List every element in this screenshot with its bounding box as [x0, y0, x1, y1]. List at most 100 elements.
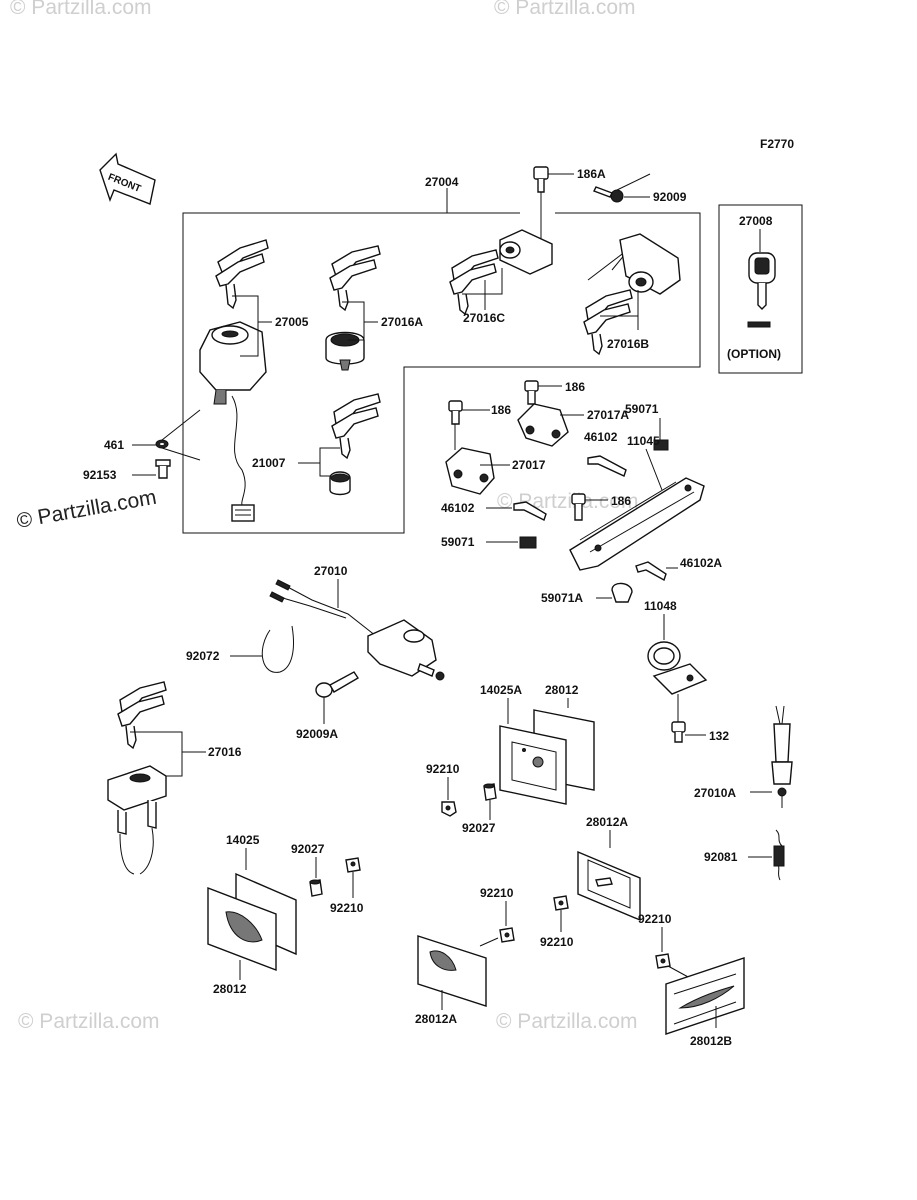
label-92081: 92081: [704, 850, 738, 864]
label-46102-upper: 46102: [584, 430, 618, 444]
label-27016: 27016: [208, 745, 242, 759]
front-arrow-icon: FRONT: [99, 152, 156, 205]
label-59071-lower: 59071: [441, 535, 475, 549]
clamp-92072-icon: [261, 625, 294, 673]
label-11048: 11048: [644, 599, 677, 613]
key-set-27016-icon: [117, 681, 167, 750]
watermark-bottom-left: © Partzilla.com: [18, 1010, 160, 1033]
lock-27016a-icon: [325, 331, 365, 371]
label-27016a: 27016A: [381, 315, 423, 329]
pin-46102-lower-icon: [513, 501, 547, 521]
label-132: 132: [709, 729, 729, 743]
reflector-14025a-icon: [499, 725, 567, 805]
reflector-28012b-icon: [665, 957, 745, 1035]
label-92027-lower: 92027: [291, 842, 325, 856]
ignition-switch-icon: [199, 321, 267, 522]
nut-92210-3-icon: [553, 895, 569, 911]
reflector-28012a-upper-icon: [577, 850, 641, 922]
figure-code: F2770: [760, 137, 794, 151]
watermark-main: © Partzilla.com: [15, 486, 158, 533]
label-28012b: 28012B: [690, 1034, 732, 1048]
label-11045: 11045: [627, 434, 660, 448]
seat-lock-27016b-icon: [619, 233, 681, 295]
label-59071a: 59071A: [541, 591, 583, 605]
clip-59071-upper-icon: [653, 439, 669, 451]
spacer-92027-upper-icon: [483, 783, 497, 801]
nut-92210-4-icon: [499, 927, 515, 943]
label-27017: 27017: [512, 458, 546, 472]
screw-92009a-icon: [315, 671, 359, 698]
label-92009: 92009: [653, 190, 687, 204]
label-27010a: 27010A: [694, 786, 736, 800]
key-set-21007-icon: [331, 393, 381, 460]
label-461: 461: [104, 438, 124, 452]
label-46102-lower: 46102: [441, 501, 475, 515]
key-set-27016b-icon: [583, 289, 633, 356]
holder-11048-icon: [647, 641, 708, 695]
reflector-28012a-lower-icon: [417, 935, 487, 1007]
spring-92081-icon: [773, 829, 785, 881]
watermark-bottom-right: © Partzilla.com: [496, 1010, 638, 1033]
option-label: (OPTION): [727, 347, 781, 361]
cable-switch-27010-icon: [269, 579, 445, 681]
option-key-icon: [747, 252, 776, 328]
clip-59071a-icon: [611, 582, 633, 603]
holder-27017a-icon: [517, 403, 569, 447]
option-box: [718, 204, 803, 374]
label-92210-5: 92210: [638, 912, 672, 926]
bolt-92153-icon: [155, 459, 171, 479]
label-186-right: 186: [611, 494, 631, 508]
label-28012a-lower: 28012A: [415, 1012, 457, 1026]
label-27016c: 27016C: [463, 311, 505, 325]
label-92210-4: 92210: [480, 886, 514, 900]
bolt-186-left-icon: [448, 400, 463, 425]
label-14025: 14025: [226, 833, 260, 847]
switch-27010a-icon: [771, 705, 793, 808]
label-92210-3: 92210: [540, 935, 574, 949]
lock-27016-icon: [107, 765, 167, 875]
spacer-92027-lower-icon: [309, 879, 323, 897]
label-27010: 27010: [314, 564, 348, 578]
label-27017a: 27017A: [587, 408, 629, 422]
frame-27004: [182, 212, 701, 534]
label-27016b: 27016B: [607, 337, 649, 351]
label-186a: 186A: [577, 167, 606, 181]
label-186-left: 186: [491, 403, 511, 417]
label-28012-lower: 28012: [213, 982, 247, 996]
label-59071-upper: 59071: [625, 402, 659, 416]
label-14025a: 14025A: [480, 683, 522, 697]
pin-46102a-icon: [635, 561, 667, 582]
clip-59071-lower-icon: [519, 536, 537, 549]
label-27004: 27004: [425, 175, 459, 189]
label-92153: 92153: [83, 468, 117, 482]
label-92210-2: 92210: [330, 901, 364, 915]
label-28012-upper: 28012: [545, 683, 579, 697]
nut-92210-2-icon: [345, 857, 361, 873]
label-28012a-upper: 28012A: [586, 815, 628, 829]
watermark-top-right: © Partzilla.com: [494, 0, 636, 19]
label-27008: 27008: [739, 214, 773, 228]
pin-46102-upper-icon: [587, 455, 627, 477]
holder-27017-icon: [445, 447, 495, 495]
label-27005: 27005: [275, 315, 309, 329]
label-92210-1: 92210: [426, 762, 460, 776]
nut-92210-5-icon: [655, 953, 671, 969]
screw-92009-icon: [593, 186, 624, 203]
bolt-186-right-icon: [571, 493, 586, 521]
label-92027-upper: 92027: [462, 821, 496, 835]
bolt-132-icon: [671, 721, 686, 743]
bolt-186-upper-icon: [524, 380, 539, 405]
label-21007: 21007: [252, 456, 286, 470]
lock-27016c-icon: [499, 229, 553, 275]
label-92009a: 92009A: [296, 727, 338, 741]
label-186-upper: 186: [565, 380, 585, 394]
bracket-11045-icon: [569, 477, 705, 571]
cap-21007-icon: [329, 471, 351, 496]
watermark-top-left: © Partzilla.com: [10, 0, 152, 19]
nut-92210-1-icon: [441, 801, 457, 817]
reflector-28012-lower-icon: [207, 886, 277, 972]
label-92072: 92072: [186, 649, 220, 663]
key-set-27016a-icon: [329, 245, 381, 312]
bolt-186a-icon: [533, 166, 549, 193]
